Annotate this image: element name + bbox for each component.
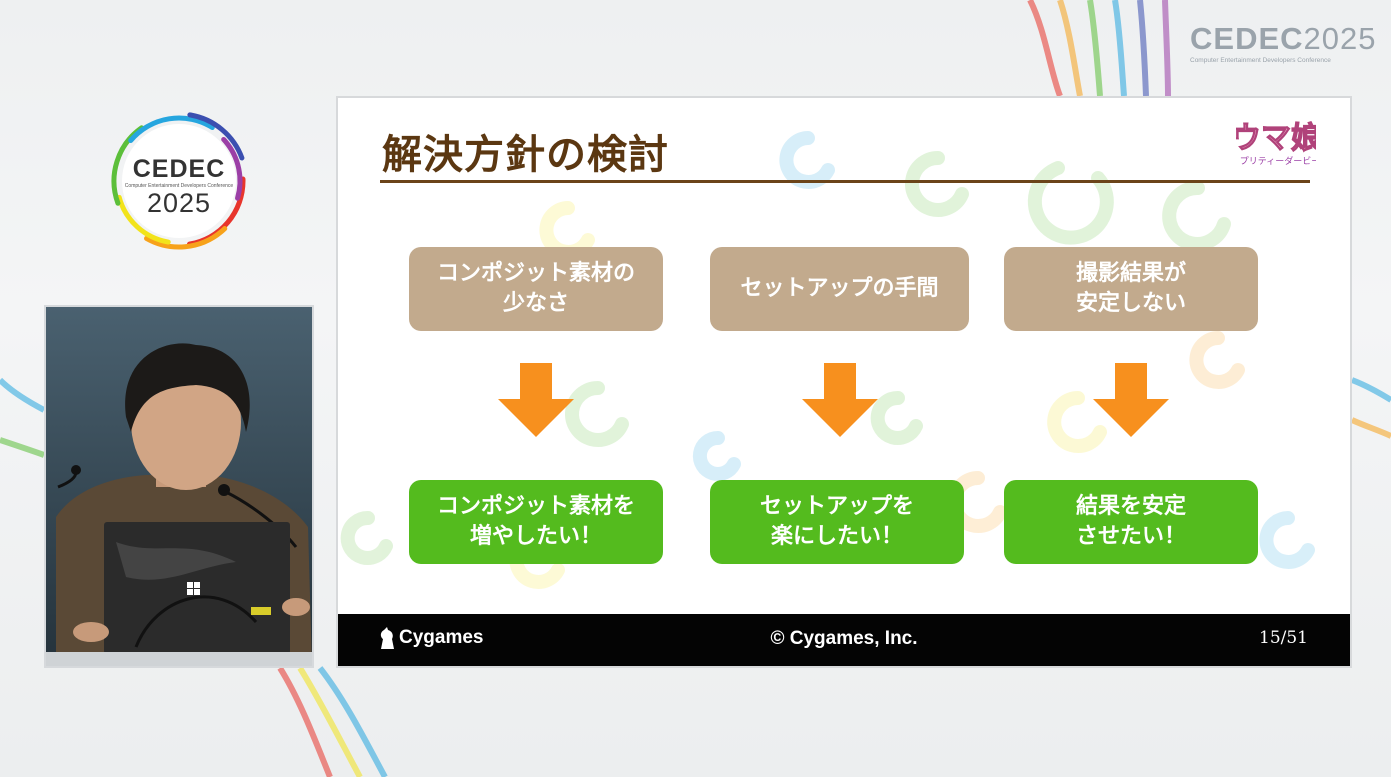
cedec-ring-logo: CEDEC Computer Entertainment Developers …: [104, 106, 254, 256]
copyright-text: © Cygames, Inc.: [770, 628, 918, 649]
goal-box-stable-results: 結果を安定 させたい！: [1004, 480, 1258, 564]
slide-footer: Cygames © Cygames, Inc. 15/51: [338, 614, 1350, 666]
ring-logo-name: CEDEC: [132, 155, 226, 183]
presentation-slide: 解決方針の検討 ウマ娘 プリティーダービー コンポジット素材の 少なさ セットア…: [336, 96, 1352, 668]
cedec-wordmark: CEDEC2025: [1190, 21, 1377, 56]
cedec-header-logo: CEDEC2025 Computer Entertainment Develop…: [1190, 21, 1377, 65]
cygames-horse-icon: [380, 627, 394, 649]
windows-logo-icon: [187, 582, 200, 595]
uma-musume-logo: ウマ娘 プリティーダービー: [1230, 112, 1321, 170]
svg-text:プリティーダービー: プリティーダービー: [1240, 155, 1316, 167]
svg-text:ウマ娘: ウマ娘: [1236, 121, 1316, 156]
problem-box-unstable-results: 撮影結果が 安定しない: [1004, 247, 1258, 331]
down-arrow-icon: [1093, 363, 1169, 437]
slide-background-horseshoes: [340, 131, 1315, 589]
speaker-video-frame: [46, 307, 312, 666]
ring-swirl-icon: [109, 111, 249, 251]
page-number: 15/51: [1259, 628, 1308, 648]
down-arrow-icon: [498, 363, 574, 437]
problem-box-setup-effort: セットアップの手間: [710, 247, 969, 331]
cygames-brand-label: Cygames: [399, 627, 484, 648]
ring-logo-tagline: Computer Entertainment Developers Confer…: [124, 183, 234, 189]
goal-box-more-composite-materials: コンポジット素材を 増やしたい！: [409, 480, 663, 564]
ring-logo-year: 2025: [146, 188, 212, 218]
cygames-brand: Cygames: [378, 627, 484, 649]
cedec-tagline: Computer Entertainment Developers Confer…: [1190, 57, 1331, 64]
goal-box-easier-setup: セットアップを 楽にしたい！: [710, 480, 964, 564]
problem-box-composite-materials: コンポジット素材の 少なさ: [409, 247, 663, 331]
speaker-video-feed: [44, 305, 314, 668]
slide-title: 解決方針の検討: [382, 132, 669, 178]
title-underline: [380, 180, 1310, 183]
down-arrow-icon: [802, 363, 878, 437]
